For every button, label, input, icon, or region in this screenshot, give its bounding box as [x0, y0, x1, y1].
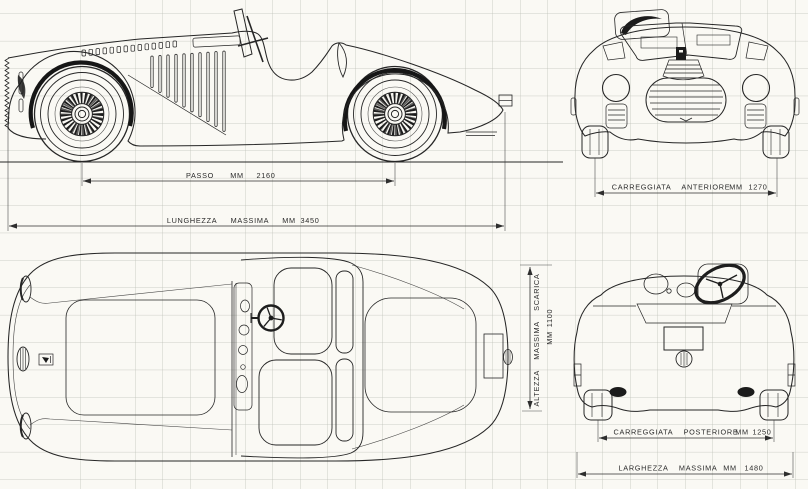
dim-larghezza-label: LARGHEZZA MASSIMA — [619, 464, 718, 473]
steering-wheel-plan — [250, 304, 285, 332]
headlight-right — [741, 73, 771, 103]
side-tab-right — [793, 97, 800, 116]
steering-wheel-rear — [694, 263, 746, 305]
rear-deck-panel — [364, 297, 477, 413]
dim-lunghezza-label: LUNGHEZZA MASSIMA — [167, 216, 269, 225]
dim-passo-unit: MM — [230, 171, 244, 180]
side-view: PASSO MM 2160 LUNGHEZZA MASSIMA MM 3450 — [0, 8, 563, 231]
license-plate — [663, 326, 704, 351]
gauge — [236, 375, 248, 393]
gauge — [238, 324, 250, 336]
hood-intake — [662, 59, 705, 81]
hood-panel — [65, 299, 216, 416]
sun-visor-right — [696, 34, 731, 46]
front-view: CARREGGIATA ANTERIORE MM 1270 — [570, 9, 800, 197]
dim-carr-post-value: 1250 — [752, 428, 771, 437]
headrest-left — [643, 273, 669, 295]
sun-visor-left — [640, 36, 678, 49]
dimension-carreggiata-anteriore: CARREGGIATA ANTERIORE MM 1270 — [594, 158, 778, 197]
main-grille — [645, 77, 727, 123]
cowl-crease-lines — [29, 283, 233, 431]
passenger-seat — [273, 267, 333, 355]
grille-slot — [18, 98, 24, 113]
dim-larghezza-value: 1480 — [744, 464, 763, 473]
mirror — [614, 9, 670, 40]
hood-louver-row — [81, 40, 177, 57]
side-tab-left — [570, 97, 577, 116]
tail-fuel-cap — [503, 349, 513, 365]
plan-headlights — [19, 275, 32, 440]
dim-altezza-label: ALTEZZA MASSIMA SCARICA — [532, 274, 541, 407]
headlight-left — [601, 73, 631, 103]
seats — [258, 267, 354, 446]
cowl-vent-right — [745, 41, 769, 61]
dashboard — [233, 282, 253, 411]
bumper-vents — [605, 103, 767, 129]
driver-seat — [258, 359, 333, 446]
side-bracket-right — [787, 363, 796, 387]
dim-larghezza-unit: MM — [723, 464, 737, 473]
plan-body-outline — [7, 252, 509, 462]
passenger-seat-back — [335, 270, 354, 354]
nose-cap — [16, 346, 30, 372]
side-vent-slats — [150, 50, 226, 132]
badge-mark — [679, 50, 683, 53]
dimension-altezza: ALTEZZA MASSIMA SCARICA MM 1100 — [520, 264, 554, 412]
gauge — [240, 299, 250, 313]
fuel-cap-badge — [675, 350, 693, 368]
dimension-larghezza: LARGHEZZA MASSIMA MM 1480 — [576, 452, 794, 478]
exhaust-pipe — [466, 131, 497, 136]
headrest-fairing — [337, 42, 347, 78]
rear-body-outline — [573, 275, 795, 412]
side-bracket-left — [573, 363, 582, 387]
dim-carr-ant-label: CARREGGIATA ANTERIORE — [612, 183, 731, 192]
nose-inner-line — [12, 284, 31, 430]
headlamp-profile — [17, 75, 26, 99]
cockpit-opening — [240, 256, 364, 459]
gauge — [240, 364, 246, 370]
body-crease-line — [127, 74, 227, 136]
exhaust-left — [609, 387, 627, 397]
side-body-outline — [7, 30, 504, 147]
ferrari-badge-icon — [676, 47, 686, 60]
exhaust-right — [737, 387, 755, 397]
dimension-lunghezza: LUNGHEZZA MASSIMA MM 3450 — [7, 112, 506, 231]
dim-carr-ant-unit: MM — [729, 183, 743, 192]
dim-lunghezza-unit: MM — [282, 216, 296, 225]
plan-view — [7, 252, 513, 462]
dim-carr-post-label: CARREGGIATA POSTERIORE — [614, 428, 739, 437]
dimension-passo: PASSO MM 2160 — [81, 163, 396, 186]
dim-passo-label: PASSO — [186, 171, 214, 180]
front-windscreen — [619, 22, 743, 61]
trunk-lid — [636, 303, 733, 324]
windscreen-profile — [233, 8, 269, 63]
dim-carr-post-unit: MM — [735, 428, 749, 437]
gauge — [238, 345, 248, 355]
plate-plan — [483, 333, 504, 379]
dim-lunghezza-value: 3450 — [300, 216, 319, 225]
cowl-vent-left — [602, 41, 626, 61]
dim-altezza-unit-value: MM — [545, 331, 554, 345]
rear-view: CARREGGIATA POSTERIORE MM 1250 LARGHEZZA… — [573, 263, 796, 478]
radiator-serrated-edge — [4, 57, 10, 129]
dim-carr-ant-value: 1270 — [748, 183, 767, 192]
dim-altezza-value: 1100 — [545, 309, 554, 328]
driver-seat-back — [335, 358, 354, 442]
rear-fender-lines — [351, 264, 465, 450]
nose-badge — [38, 353, 54, 366]
dimension-carreggiata-posteriore: CARREGGIATA POSTERIORE MM 1250 — [597, 420, 775, 442]
front-body-outline — [574, 26, 796, 144]
dim-passo-value: 2160 — [256, 171, 275, 180]
front-fender-band — [28, 60, 134, 129]
